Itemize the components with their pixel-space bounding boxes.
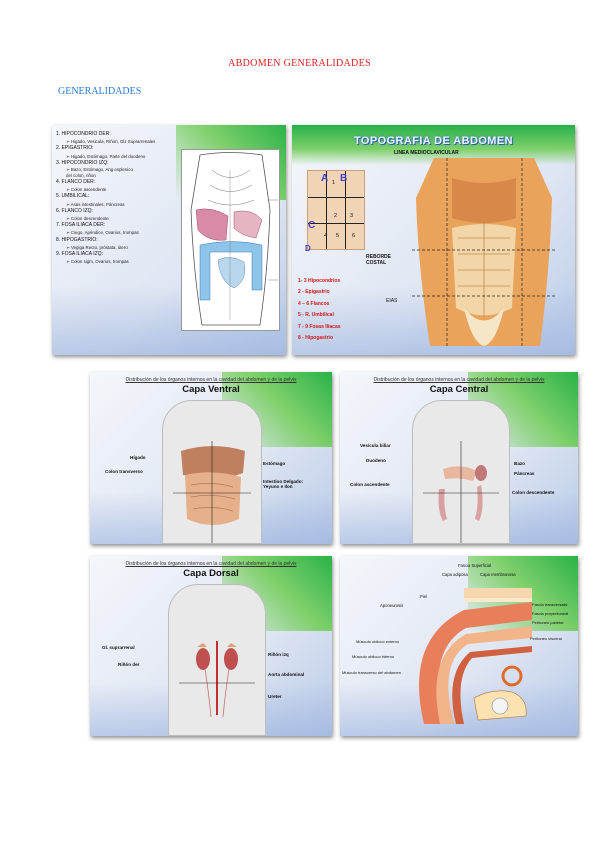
label-colon-transverso: Colon transverso — [105, 469, 143, 474]
label-gl-suprarrenal: Gl. suprarrenal — [102, 645, 135, 650]
torso-image — [412, 400, 510, 544]
regions-list: 1. HIPOCONDRIO DER:➢ Higado, Vesicula, R… — [56, 131, 182, 265]
region-number-list: 1- 3 Hipocondrios 2 - Epigastrio 4 – 6 F… — [298, 278, 341, 342]
region-item: 2. EPIGASTRIO:➢ Higado, Estómago, Parte … — [56, 145, 146, 159]
label-piel: Piel — [420, 594, 427, 599]
region-item: 8. HIPOGASTRIO:➢ Vegiga Recto, próstata,… — [56, 236, 128, 250]
torso-image — [168, 584, 266, 736]
abdomen-grid-diagram: 1 2 3 4 5 6 — [307, 170, 365, 250]
label-capa-adiposa: Capa adiposa — [442, 572, 468, 577]
label-pancreas: Páncreas — [514, 471, 535, 476]
label-fascia-transversalis: Fascia transversalis — [532, 602, 568, 607]
label-peritoneo-parietal: Peritoneo parietal — [532, 620, 564, 625]
label-rinon-der: Riñón der — [118, 662, 140, 667]
grid-letter: D — [305, 244, 311, 253]
slide-topography — [292, 125, 575, 355]
grid-letter: B — [340, 173, 348, 184]
cross-section-diagram — [404, 580, 532, 724]
label-aorta-abdominal: Aorta abdominal — [268, 672, 305, 677]
label-duodeno: Duodeno — [366, 458, 386, 463]
label-oblicuo-interno: Músculo oblicuo interno — [352, 654, 395, 659]
region-item: 6. FLANCO IZQ:➢ Colon descendente — [56, 207, 109, 222]
grid-letter: C — [308, 220, 316, 231]
label-linea-medioclavicular: LINEA MEDIOCLAVICULAR — [394, 150, 459, 156]
label-peritoneo-visceral: Peritoneo visceral — [530, 636, 562, 641]
slide-regions-list — [52, 125, 286, 355]
slide-capa-ventral: Distribución de los órganos internos en … — [90, 372, 332, 544]
document-title: ABDOMEN GENERALIDADES — [228, 58, 371, 69]
region-item: 4. FLANCO DER:➢ Colon ascendente — [56, 179, 107, 193]
label-higado: Hígado — [130, 455, 146, 460]
torso-muscles-image — [412, 156, 557, 346]
label-colon-descendente: Colon descendente — [512, 490, 555, 495]
label-eias: EIAS — [386, 298, 398, 304]
region-item: 7. FOSA ILIACA DER:➢ Ciego, Apéndice, Ov… — [56, 222, 139, 236]
label-vesicula: Vesícula biliar — [360, 443, 391, 448]
label-ureter: Ureter — [268, 694, 282, 699]
label-rinon-izq: Riñón izq — [268, 652, 289, 657]
label-oblicuo-externo: Músculo oblicuo externo — [356, 639, 400, 644]
slide-title: TOPOGRAFIA DE ABDOMEN — [354, 135, 513, 147]
region-item: 3. HIPOCONDRIO IZQ:➢ Bazo, Estómago, Ang… — [56, 159, 133, 179]
anatomy-outline-drawing — [181, 149, 280, 331]
slide-abdominal-wall-section: Fascia Superficial Capa adiposa Capa mem… — [340, 556, 578, 736]
label-fascia-superficial: Fascia Superficial — [458, 563, 492, 568]
slide-capa-central: Distribución de los órganos internos en … — [340, 372, 578, 544]
region-item: 5. UMBILICAL:➢ Asas intestinales, Páncre… — [56, 193, 125, 207]
label-bazo: Bazo — [514, 461, 525, 466]
torso-image — [162, 400, 262, 544]
slide-capa-dorsal: Distribución de los órganos internos en … — [90, 556, 332, 736]
label-capa-membranosa: Capa membranosa — [480, 572, 516, 577]
grid-letter: A — [321, 173, 329, 184]
label-estomago: Estómago — [263, 461, 286, 466]
label-colon-ascendente: Colon ascendente — [350, 482, 390, 487]
region-item: 9. FOSA ILIACA IZQ:➢ Colon sigm, Ovarios… — [56, 251, 129, 265]
label-intestino: Intestino Delgado:Yeyuno e Ilon — [263, 479, 304, 489]
region-item: 1. HIPOCONDRIO DER:➢ Higado, Vesicula, R… — [56, 131, 156, 145]
label-aponeurosis: Aponeurosis — [380, 603, 404, 608]
label-transverso-abdomen: Músculo transverso del abdomen — [342, 670, 401, 675]
section-heading: GENERALIDADES — [58, 86, 142, 97]
label-fascia-preperitoneal: Fascia preperitoneal — [532, 611, 569, 616]
